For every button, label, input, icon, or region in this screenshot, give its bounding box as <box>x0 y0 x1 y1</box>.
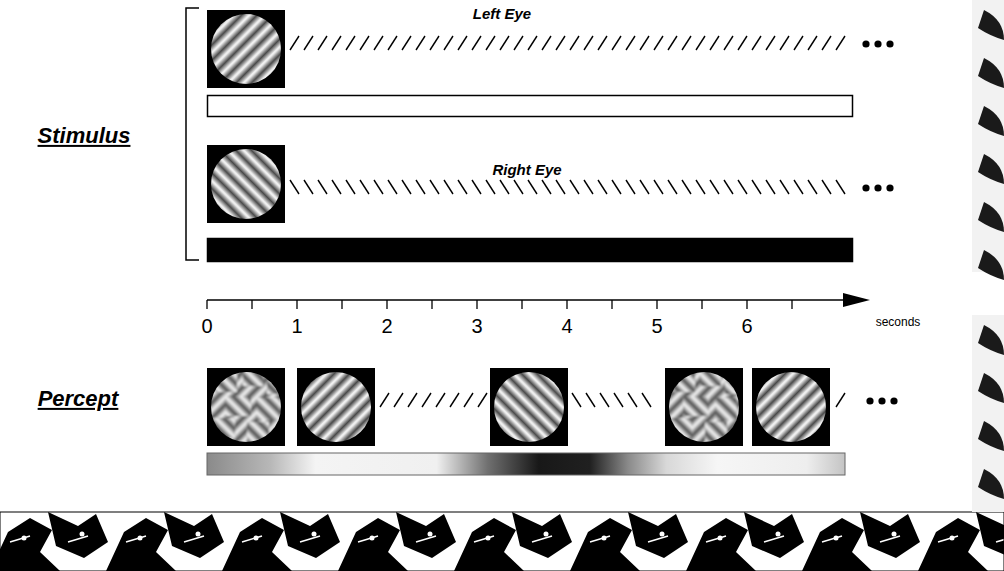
section-heading: Percept <box>38 387 119 411</box>
tick-number: 2 <box>381 315 392 337</box>
bracket <box>186 8 199 260</box>
tick-number: 4 <box>561 315 572 337</box>
slash-trail <box>836 393 845 407</box>
slash-trail <box>290 180 845 194</box>
grating-patch <box>752 368 830 446</box>
slash-trail <box>572 393 651 407</box>
slash-trail <box>380 393 487 407</box>
ellipsis-dots <box>866 397 897 404</box>
tick-number: 3 <box>471 315 482 337</box>
grating-patch <box>490 368 568 446</box>
tessellation-strip <box>0 512 1004 571</box>
tick-number: 5 <box>651 315 662 337</box>
ellipsis-dots <box>862 184 893 191</box>
tick-number: 1 <box>291 315 302 337</box>
grating-patch <box>207 145 285 223</box>
ellipsis-dots <box>862 40 893 47</box>
tick-number: 6 <box>741 315 752 337</box>
eye-label: Right Eye <box>492 162 561 179</box>
black-bar <box>208 239 853 262</box>
edge-picture <box>972 0 1004 512</box>
section-heading: Stimulus <box>38 124 131 148</box>
grating-patch <box>207 368 285 446</box>
axis-unit: seconds <box>876 316 921 329</box>
tick-number: 0 <box>201 315 212 337</box>
eye-label: Left Eye <box>473 6 531 23</box>
grating-patch <box>665 368 743 446</box>
grating-patch <box>297 368 375 446</box>
time-axis <box>207 293 870 309</box>
white-bar <box>208 96 853 117</box>
percept-bar <box>207 453 845 475</box>
grating-patch <box>207 10 285 88</box>
slash-trail <box>290 36 845 50</box>
